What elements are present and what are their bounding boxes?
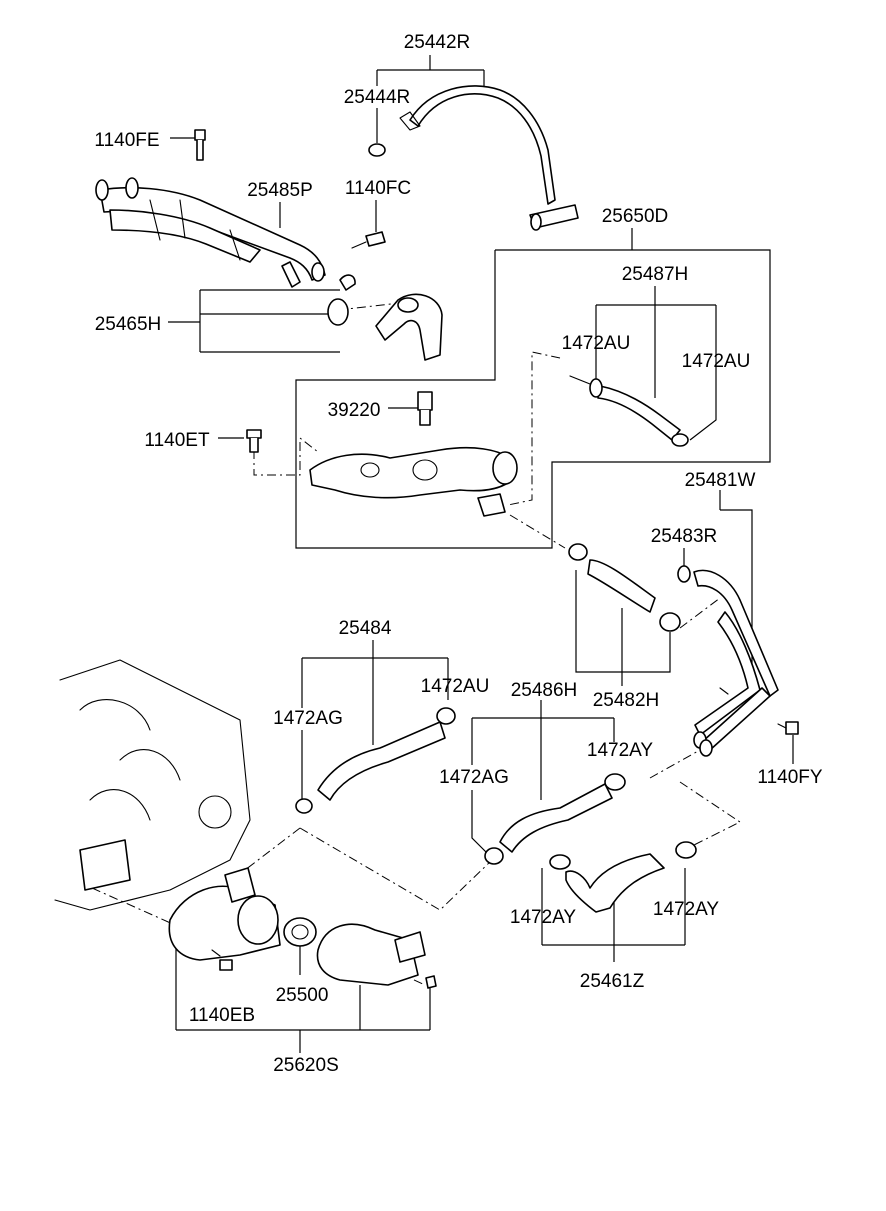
label-25620S: 25620S	[273, 1055, 339, 1076]
engine-block	[54, 659, 251, 911]
label-1472AY-a: 1472AY	[587, 740, 654, 761]
thermostat-25500	[283, 917, 317, 947]
label-25484: 25484	[339, 618, 392, 639]
label-25483R: 25483R	[651, 526, 718, 547]
label-1472AY-b: 1472AY	[510, 907, 577, 928]
thermostat-cover	[316, 923, 437, 989]
hose-25484	[295, 707, 456, 814]
bolt-1140FE	[194, 129, 206, 161]
bolt-1140FY	[777, 721, 799, 735]
o-ring-25444R	[368, 143, 386, 157]
pipe-assembly-25485P	[95, 177, 326, 288]
label-1472AU-b: 1472AU	[682, 351, 751, 372]
sensor-39220	[417, 391, 433, 426]
label-1140FC: 1140FC	[345, 178, 411, 199]
part-number-labels: 25442R 25444R 1140FE 25485P 1140FC 25650…	[94, 32, 822, 1076]
label-25486H: 25486H	[511, 680, 578, 701]
label-25461Z: 25461Z	[580, 971, 645, 992]
hose-25461Z	[549, 841, 697, 913]
label-25485P: 25485P	[247, 180, 313, 201]
o-ring-25483R	[677, 565, 691, 583]
hose-25465H	[327, 274, 443, 361]
pipe-25481W	[693, 569, 779, 757]
label-1472AY-c: 1472AY	[653, 899, 720, 920]
label-1140ET: 1140ET	[144, 430, 210, 451]
label-39220: 39220	[328, 400, 381, 421]
bolt-1140EB	[211, 949, 233, 971]
label-25650D: 25650D	[602, 206, 669, 227]
label-1140FY: 1140FY	[757, 767, 822, 788]
thermostat-housing-25620S	[168, 867, 281, 961]
label-1472AG-b: 1472AG	[439, 767, 509, 788]
label-1140FE: 1140FE	[94, 130, 159, 151]
pipe-25442R	[399, 85, 579, 231]
label-1140EB: 1140EB	[189, 1005, 255, 1026]
hose-25486H	[484, 773, 626, 865]
label-25500: 25500	[276, 985, 329, 1006]
label-1472AG-a: 1472AG	[273, 708, 343, 729]
bolt-1140ET	[246, 429, 262, 453]
label-25482H: 25482H	[593, 690, 660, 711]
leader-lines	[168, 55, 794, 1053]
label-25444R: 25444R	[344, 87, 411, 108]
housing-25650D	[309, 446, 518, 517]
label-1472AU-a: 1472AU	[562, 333, 631, 354]
hose-25487H	[569, 375, 689, 447]
label-1472AU-c: 1472AU	[421, 676, 490, 697]
hose-25482H	[568, 543, 681, 632]
label-25487H: 25487H	[622, 264, 689, 285]
label-25465H: 25465H	[95, 314, 162, 335]
label-25442R: 25442R	[404, 32, 471, 53]
bolt-1140FC	[351, 231, 386, 249]
label-25481W: 25481W	[685, 470, 756, 491]
